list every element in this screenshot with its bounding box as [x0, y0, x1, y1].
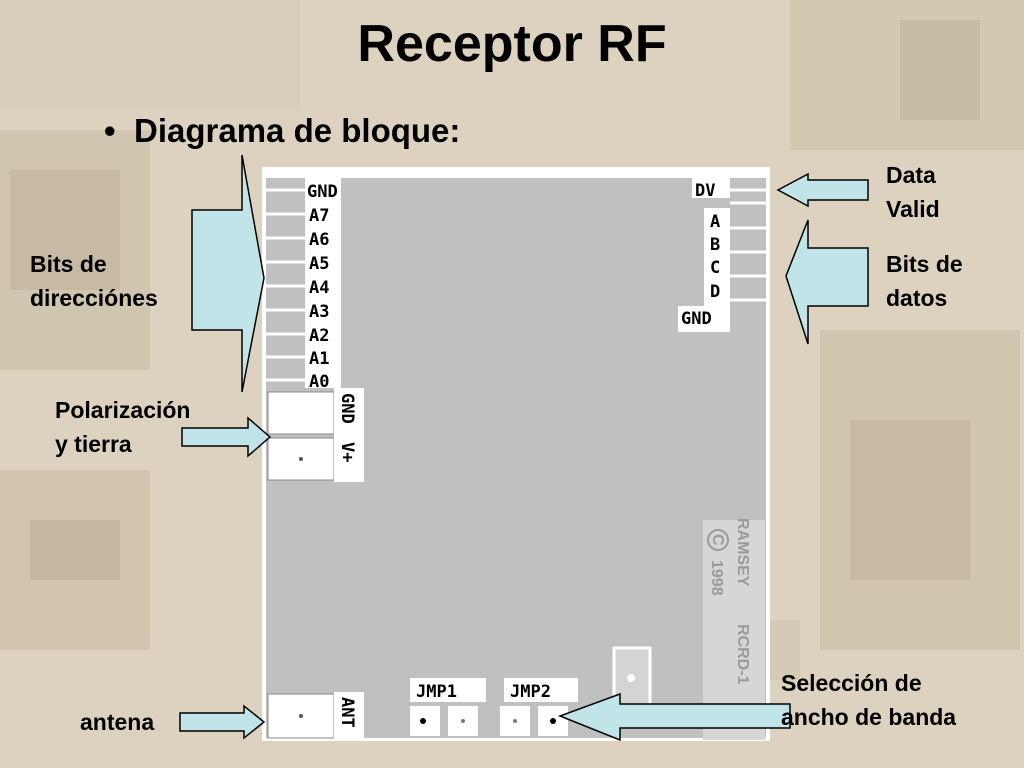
label-bandwidth: Selección de ancho de banda: [781, 670, 957, 730]
right-pin-label-bg-3: [678, 306, 730, 332]
right-pin-lines: [730, 188, 766, 302]
address-bits-arrow: [191, 154, 265, 393]
pin-label-a4: A4: [309, 278, 329, 298]
pin-label-a3: A3: [309, 302, 329, 322]
watermark-year: 1998: [708, 560, 725, 596]
pin-label-antenna: ANT: [337, 697, 357, 728]
copyright-letter: C: [709, 534, 726, 546]
pin-label-a6: A6: [309, 230, 329, 250]
bullet-item: • Diagrama de bloque:: [104, 112, 460, 150]
pin-label-data-d: D: [710, 282, 720, 302]
power-pad-gnd: [267, 391, 335, 435]
label-antenna: antena: [80, 709, 155, 735]
pin-label-gnd: GND: [307, 182, 338, 202]
power-label-bg: [334, 388, 364, 482]
pin-label-data-a: A: [710, 212, 720, 232]
pin-label-data-c: C: [710, 258, 720, 278]
bullet-text: Diagrama de bloque:: [134, 112, 461, 149]
pin-label-data-gnd: GND: [681, 309, 712, 329]
pin-label-a0: A0: [309, 372, 329, 392]
jumper-label-bg-1: [410, 678, 486, 702]
antenna-label-bg: [334, 692, 364, 738]
pin-label-dv: DV: [695, 181, 715, 201]
left-pin-lines: [266, 188, 305, 382]
pin-label-power-vplus: V+: [337, 442, 357, 462]
slide-title: Receptor RF: [357, 15, 667, 73]
component-hole: [627, 674, 635, 682]
power-arrow: [181, 416, 272, 458]
data-bits-arrow: [785, 219, 869, 345]
jumper-label-jmp1: JMP1: [416, 682, 457, 702]
pin-label-a7: A7: [309, 206, 329, 226]
right-pin-label-bg: [692, 178, 730, 198]
label-data-valid: Data Valid: [886, 162, 940, 222]
pin-label-a1: A1: [309, 349, 329, 369]
label-power: Polarización y tierra: [55, 397, 191, 457]
jumper-dot-2: [461, 719, 465, 723]
jumper-dot-1: [420, 718, 426, 724]
right-pin-label-bg-2: [704, 208, 730, 306]
jumper-label-jmp2: JMP2: [510, 682, 551, 702]
bandwidth-arrow: [557, 692, 791, 742]
left-pin-label-bg: [305, 178, 341, 388]
jumper-dot-3: [513, 719, 517, 723]
label-address-bits: Bits de direcciónes: [30, 251, 158, 311]
antenna-pad-hole: [299, 714, 303, 718]
pin-label-a2: A2: [309, 326, 329, 346]
data-valid-arrow: [776, 172, 869, 208]
jumper-label-bg-2: [504, 678, 578, 702]
pin-label-data-b: B: [710, 235, 720, 255]
copyright-circle: [707, 529, 729, 551]
pin-label-a5: A5: [309, 254, 329, 274]
power-pad-hole: [299, 457, 303, 461]
watermark-model: RCRD-1: [734, 624, 751, 685]
label-data-bits: Bits de datos: [886, 251, 963, 311]
bullet-dot: •: [104, 112, 116, 149]
antenna-arrow: [179, 704, 266, 740]
watermark-ramsey: RAMSEY: [734, 518, 751, 587]
pin-label-power-gnd: GND: [337, 393, 357, 424]
jumper-dot-4: [550, 718, 556, 724]
